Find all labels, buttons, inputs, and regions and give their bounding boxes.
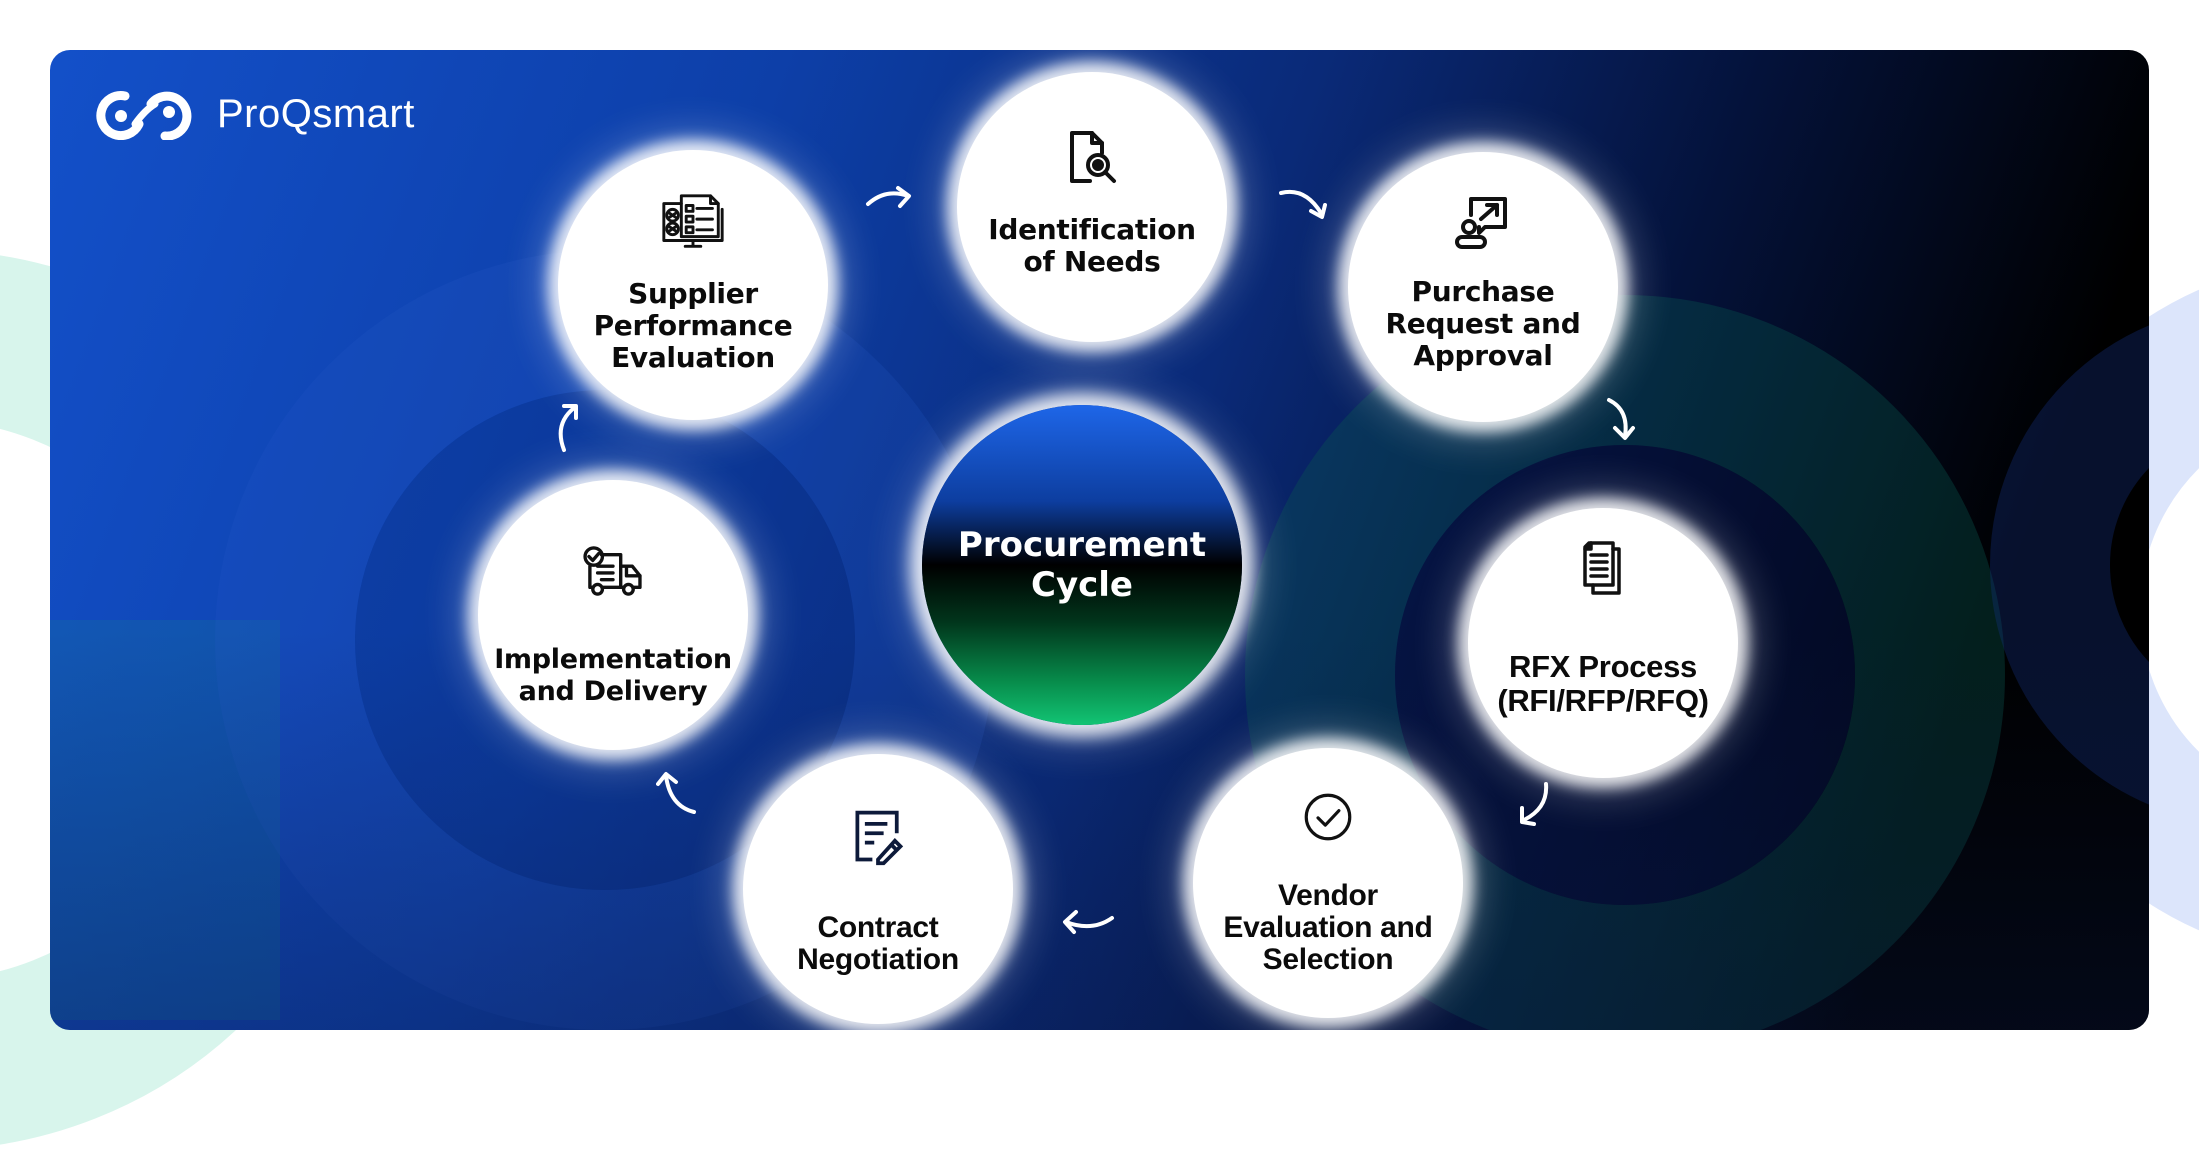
step-supplier-performance-evaluation: Supplier Performance Evaluation bbox=[558, 150, 828, 420]
step-purchase-request-approval: Purchase Request and Approval bbox=[1348, 152, 1618, 422]
linked-circles-logo-icon bbox=[96, 91, 192, 140]
step-implementation-delivery: Implementation and Delivery bbox=[478, 480, 748, 750]
document-search-icon bbox=[1057, 122, 1127, 192]
arrow-step4-to-step5 bbox=[1063, 910, 1114, 934]
documents-stack-icon bbox=[1568, 532, 1638, 602]
arrow-step5-to-step6 bbox=[656, 772, 696, 814]
step-label: Purchase Request and Approval bbox=[1385, 275, 1581, 372]
arrow-step2-to-step3 bbox=[1607, 398, 1635, 440]
step-label: Implementation and Delivery bbox=[494, 644, 732, 707]
diagram-card bbox=[50, 50, 2149, 1030]
center-label: Procurement Cycle bbox=[957, 525, 1207, 605]
step-contract-negotiation: Contract Negotiation bbox=[743, 754, 1013, 1024]
user-request-arrow-icon bbox=[1448, 188, 1518, 258]
arrow-step6-to-step7 bbox=[558, 404, 578, 452]
background-ring-far-right bbox=[1990, 305, 2149, 825]
arrow-step3-to-step4 bbox=[1520, 782, 1549, 826]
brand-name: ProQsmart bbox=[217, 91, 415, 136]
arrow-step1-to-step2 bbox=[1279, 190, 1327, 219]
monitor-checklist-icon bbox=[658, 188, 728, 258]
contract-pen-icon bbox=[843, 802, 913, 872]
delivery-truck-icon bbox=[578, 536, 648, 606]
step-label: Contract Negotiation bbox=[797, 911, 959, 976]
step-label: Supplier Performance Evaluation bbox=[593, 277, 793, 374]
check-circle-icon bbox=[1293, 782, 1363, 852]
brand-logo: ProQsmart bbox=[95, 88, 415, 140]
step-label: RFX Process (RFI/RFP/RFQ) bbox=[1497, 649, 1709, 718]
arrow-step7-to-step1 bbox=[866, 186, 911, 208]
step-label: Vendor Evaluation and Selection bbox=[1223, 879, 1433, 976]
step-vendor-evaluation-selection: Vendor Evaluation and Selection bbox=[1193, 748, 1463, 1018]
step-label: Identification of Needs bbox=[988, 213, 1196, 278]
step-rfx-process: RFX Process (RFI/RFP/RFQ) bbox=[1468, 508, 1738, 778]
step-identification-of-needs: Identification of Needs bbox=[957, 72, 1227, 342]
center-circle: Procurement Cycle bbox=[922, 405, 1242, 725]
